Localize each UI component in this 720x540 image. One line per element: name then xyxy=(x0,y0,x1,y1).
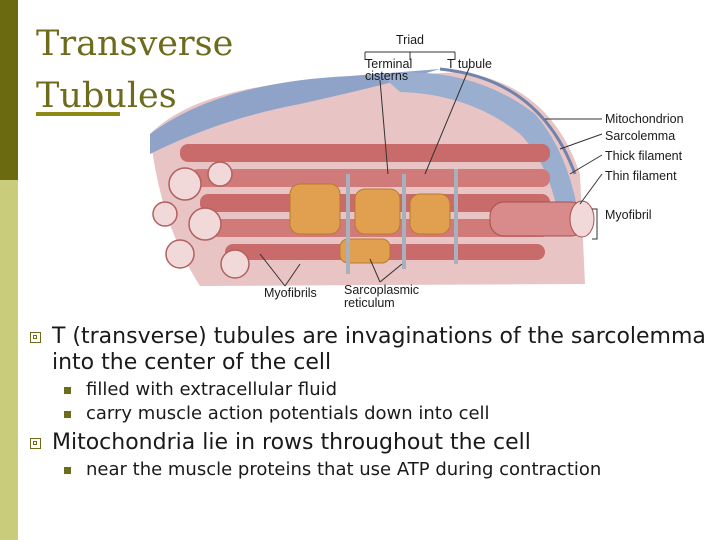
sub-bullet-list: near the muscle proteins that use ATP du… xyxy=(52,458,710,482)
bullet-text: Mitochondria lie in rows throughout the … xyxy=(52,430,531,455)
slide-title: Transverse Tubules xyxy=(36,18,233,122)
label-thin-filament: Thin filament xyxy=(605,169,677,183)
bullet-ttubules: T (transverse) tubules are invaginations… xyxy=(30,324,710,426)
sub-bullet-square-icon xyxy=(64,467,71,474)
sub-bullet-text: filled with extracellular fluid xyxy=(86,379,338,400)
sub-bullet-list: filled with extracellular fluid carry mu… xyxy=(52,378,710,426)
sub-bullet-item: near the muscle proteins that use ATP du… xyxy=(52,458,710,482)
sarcolemma-sheet xyxy=(150,69,440,154)
sub-bullet-text: carry muscle action potentials down into… xyxy=(86,403,490,424)
bullet-mitochondria: Mitochondria lie in rows throughout the … xyxy=(30,430,710,482)
sarcoplasmic-reticulum xyxy=(289,183,451,264)
label-sarcoplasmic-1: Sarcoplasmic xyxy=(344,283,419,297)
label-sarcoplasmic-2: reticulum xyxy=(344,296,395,310)
muscle-fiber-diagram: Triad Terminal cisterns T tubule Mitocho… xyxy=(150,33,684,310)
title-line-2: Tubules xyxy=(36,76,177,116)
sarcolemma-edge xyxy=(439,67,577,175)
label-mitochondrion: Mitochondrion xyxy=(605,112,684,126)
label-terminal-cisterns-1: Terminal xyxy=(365,57,412,71)
bullet-square-icon xyxy=(30,332,41,343)
bullet-text: T (transverse) tubules are invaginations… xyxy=(52,324,706,375)
label-myofibril: Myofibril xyxy=(605,208,652,222)
sub-bullet-square-icon xyxy=(64,411,71,418)
label-terminal-cisterns-2: cisterns xyxy=(365,69,408,83)
sidebar-accent-light xyxy=(0,180,18,540)
label-thick-filament: Thick filament xyxy=(605,149,683,163)
label-t-tubule: T tubule xyxy=(447,57,492,71)
sub-bullet-square-icon xyxy=(64,387,71,394)
myofibril-end xyxy=(569,200,595,238)
title-underline xyxy=(36,112,120,116)
sub-bullet-text: near the muscle proteins that use ATP du… xyxy=(86,459,602,480)
title-line-1: Transverse xyxy=(36,24,234,64)
sub-bullet-item: filled with extracellular fluid xyxy=(52,378,710,402)
fiber-cross-sections xyxy=(152,161,250,279)
label-triad: Triad xyxy=(396,33,424,47)
bullet-list: T (transverse) tubules are invaginations… xyxy=(30,324,710,486)
label-sarcolemma: Sarcolemma xyxy=(605,129,675,143)
leader-lines xyxy=(259,51,603,287)
sub-bullet-item: carry muscle action potentials down into… xyxy=(52,402,710,426)
t-tubules xyxy=(346,169,458,274)
sidebar-accent-dark xyxy=(0,0,18,180)
bullet-square-icon xyxy=(30,438,41,449)
label-myofibrils: Myofibrils xyxy=(264,286,317,300)
